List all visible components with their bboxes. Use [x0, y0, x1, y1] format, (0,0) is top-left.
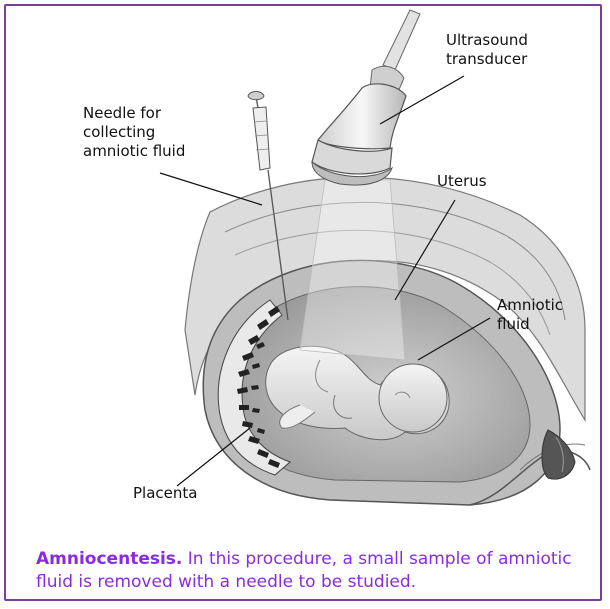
- label-needle: Needle for collecting amniotic fluid: [83, 104, 185, 161]
- caption-lead: Amniocentesis.: [36, 549, 182, 569]
- label-uterus: Uterus: [437, 172, 487, 191]
- figure-caption: Amniocentesis. In this procedure, a smal…: [36, 548, 576, 594]
- leader-needle: [160, 173, 262, 205]
- label-placenta: Placenta: [133, 484, 197, 503]
- ultrasound-transducer: [312, 10, 420, 185]
- label-amniotic-fluid: Amniotic fluid: [497, 296, 563, 334]
- label-ultrasound-transducer: Ultrasound transducer: [446, 31, 528, 69]
